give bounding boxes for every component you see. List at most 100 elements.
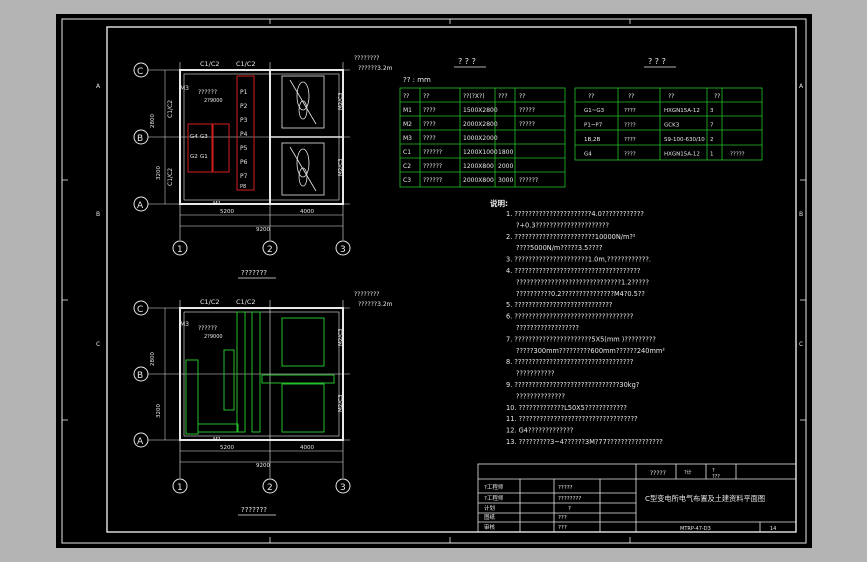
table-cell: C1 bbox=[403, 149, 411, 156]
note: ???????? bbox=[354, 55, 379, 62]
table-cell: 2 bbox=[710, 137, 714, 143]
dim-2800: 2800 bbox=[150, 352, 156, 366]
table-header: ?? bbox=[403, 93, 409, 100]
panel-label: G1 bbox=[200, 154, 208, 160]
panel-label: G3 bbox=[200, 134, 208, 140]
zone-letter-left-c: C bbox=[96, 341, 100, 348]
note-line: ?????????????? bbox=[516, 392, 565, 400]
note-height: ??????3.2m bbox=[358, 65, 393, 72]
axis-bubble-1 bbox=[172, 240, 188, 256]
tb-cell: ??? bbox=[558, 515, 567, 521]
table-cell: ?????? bbox=[519, 177, 538, 184]
table-header: ?? bbox=[628, 93, 634, 100]
door-window-table: ? ? ? ?? : mm ??????(?X?)?????M1????1500… bbox=[399, 57, 566, 188]
table-header: ??(?X?) bbox=[463, 93, 485, 100]
note-line: 13. ?????????3~4??????3M?77?????????????… bbox=[506, 438, 663, 446]
axis-label-b: B bbox=[137, 371, 143, 381]
room-name: ?????? bbox=[198, 325, 217, 332]
table-header: ?? bbox=[714, 93, 720, 100]
plan-top: C B A 1 2 3 5200 4000 9200 2800 3200 C1/… bbox=[133, 55, 393, 279]
tb-cell: ????? bbox=[558, 485, 573, 491]
note-line: ??????????????????????????????1.2????? bbox=[516, 278, 649, 286]
table-cell: 1800 bbox=[498, 149, 513, 156]
dim-3200: 3200 bbox=[156, 404, 162, 418]
note-line: 9. ??????????????????????????????30kg? bbox=[506, 381, 640, 389]
zone-letter-left-b: B bbox=[96, 211, 100, 218]
axis-label-2: 2 bbox=[267, 483, 273, 493]
table-header: ?? bbox=[588, 93, 594, 100]
note-line: 3. ?????????????????????1.0m,???????????… bbox=[506, 256, 651, 264]
tb-row-label: 审核 bbox=[484, 523, 496, 531]
table-cell: P1~P7 bbox=[584, 123, 603, 129]
table-cell: ?????? bbox=[423, 149, 442, 156]
table-cell: ???? bbox=[423, 135, 436, 142]
table-cell: G4 bbox=[584, 152, 592, 158]
axis-label-c: C bbox=[137, 67, 143, 77]
note-line: ????5000N/m?????3.5???? bbox=[516, 244, 603, 252]
axis-label-2: 2 bbox=[267, 245, 273, 255]
table-cell: ???? bbox=[624, 137, 636, 143]
note-line: 7. ??????????????????????5X5(mm )???????… bbox=[506, 335, 656, 343]
plan-caption: ??????? bbox=[241, 269, 267, 277]
door-m2-label: M2/C3 bbox=[338, 328, 344, 346]
table-cell: ?????? bbox=[423, 163, 442, 170]
axis-label-a: A bbox=[137, 437, 144, 447]
tb-cell: ? bbox=[568, 506, 571, 512]
panel-label: P1 bbox=[240, 89, 248, 96]
dim-4000: 4000 bbox=[300, 445, 314, 451]
dim-5200: 5200 bbox=[220, 209, 234, 215]
panel-label: P8 bbox=[240, 184, 246, 190]
table-header: ?? bbox=[668, 93, 674, 100]
transformer-1 bbox=[281, 75, 325, 129]
note-line: 1. ??????????????????????4.0???????????? bbox=[506, 210, 644, 218]
door-m3-label: M3 bbox=[180, 85, 189, 92]
dim-2800: 2800 bbox=[150, 114, 156, 128]
table-cell: M3 bbox=[403, 135, 412, 142]
window-label: C1/C2 bbox=[200, 60, 220, 68]
door-m1-label: M1 bbox=[213, 437, 221, 443]
drawing-code: MTRP-47-D3 bbox=[680, 526, 711, 532]
table-cell: 1 bbox=[710, 152, 714, 158]
inner-border bbox=[106, 26, 797, 533]
axis-label-1: 1 bbox=[177, 245, 183, 255]
tb-top-cell: ? bbox=[712, 468, 715, 474]
table-cell: HXGN15A-12 bbox=[664, 108, 700, 114]
axis-bubble-2 bbox=[262, 240, 278, 256]
panel-label: P6 bbox=[240, 159, 248, 166]
table-cell: 2000 bbox=[498, 163, 513, 170]
tb-row-label: ?工程师 bbox=[484, 494, 504, 502]
note-line: 11. ?????????????????????????????????? bbox=[506, 415, 638, 423]
plan-caption: ??????? bbox=[241, 506, 267, 514]
plan-bottom: C B A 1 2 3 5200 4000 9200 2800 3200 C1/… bbox=[133, 291, 393, 516]
notes: 说明: 1. ??????????????????????4.0????????… bbox=[490, 198, 665, 446]
zone-letter-right-c: C bbox=[799, 341, 803, 348]
door-m2-label: M2/C3 bbox=[338, 394, 344, 412]
table-cell: ????? bbox=[519, 121, 535, 128]
table-header: ??? bbox=[498, 93, 508, 100]
table-cell: 7 bbox=[710, 123, 714, 129]
tb-cell: ??? bbox=[558, 525, 567, 531]
table-cell: HXGN15A-12 bbox=[664, 152, 700, 158]
table-cell: 1200X800 bbox=[463, 163, 494, 170]
panel-label: P7 bbox=[240, 173, 248, 180]
table-cell: C2 bbox=[403, 163, 411, 170]
room-load: 2?9000 bbox=[204, 98, 223, 104]
dim-5200: 5200 bbox=[220, 445, 234, 451]
outer-frame bbox=[61, 18, 807, 544]
dim-4000: 4000 bbox=[300, 209, 314, 215]
note-line: ?????300mm?????????600mm??????240mm² bbox=[516, 347, 665, 355]
cable-trench bbox=[185, 311, 335, 435]
axis-label-c: C bbox=[137, 305, 143, 315]
note-line: 8. ?????????????????????????????????? bbox=[506, 358, 634, 366]
table-cell: 1000X2000 bbox=[463, 135, 498, 142]
hv-panels-left bbox=[187, 123, 213, 173]
note-line: 2. ???????????????????????10000N/m?² bbox=[506, 233, 636, 241]
door-m2-label: M2/C3 bbox=[338, 92, 344, 110]
table-cell: ???? bbox=[423, 107, 436, 114]
table-cell: ???? bbox=[624, 152, 636, 158]
axis-label-3: 3 bbox=[340, 483, 346, 493]
note-line: 12. G4????????????? bbox=[506, 427, 574, 435]
